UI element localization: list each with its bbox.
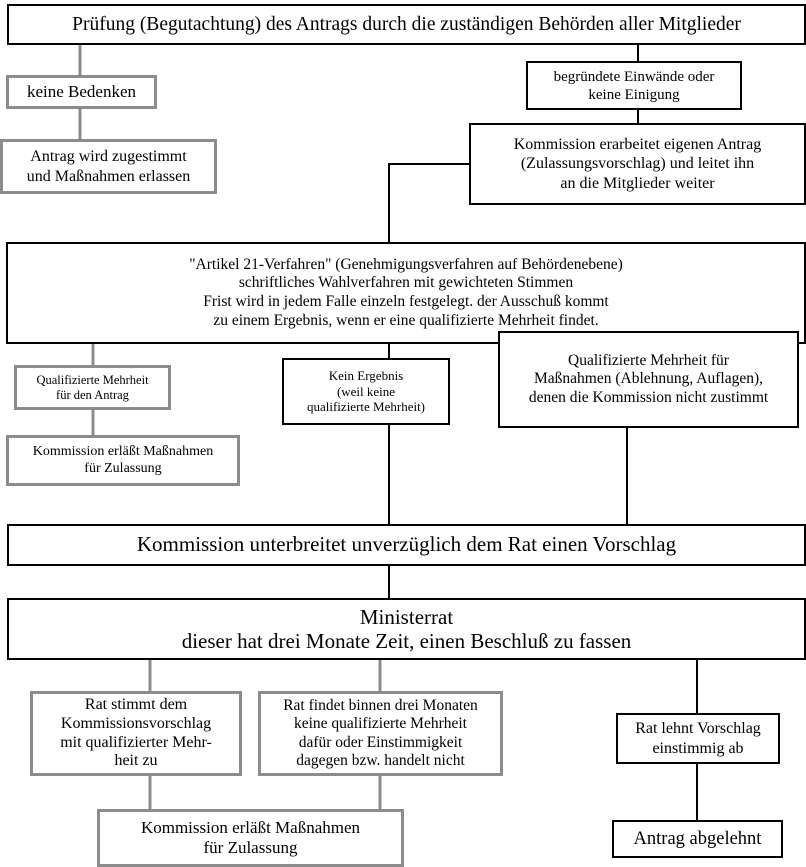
antrag-abgelehnt-box: Antrag abgelehnt [612,820,783,858]
antrag-zugestimmt-box: Antrag wird zugestimmt und Maßnahmen erl… [0,139,217,194]
connector-kommission-antrag-to-artikel21 [388,163,469,243]
kommission-vorschlag-box: Kommission unterbreitet unverzüglich dem… [7,524,806,566]
top-box: Prüfung (Begutachtung) des Antrags durch… [7,4,806,45]
kommission-erlaesst-box-2: Kommission erläßt Maßnahmen für Zulassun… [97,809,404,867]
einwaende-box: begründete Einwände oder keine Einigung [526,61,742,110]
artikel21-box: "Artikel 21-Verfahren" (Genehmigungsverf… [6,242,806,344]
kein-ergebnis-box: Kein Ergebnis (weil keine qualifizierte … [282,358,450,425]
kommission-antrag-box: Kommission erarbeitet eigenen Antrag (Zu… [469,123,806,205]
kommission-erlaesst-box-1: Kommission erläßt Maßnahmen für Zulassun… [6,435,240,486]
ministerrat-box: Ministerrat dieser hat drei Monate Zeit,… [7,598,806,660]
keine-bedenken-box: keine Bedenken [6,75,157,109]
rat-findet-box: Rat findet binnen drei Monaten keine qua… [258,691,503,776]
rat-stimmt-box: Rat stimmt dem Kommissionsvorschlag mit … [30,691,242,776]
qual-mehrheit-massnahmen-box: Qualifizierte Mehrheit für Maßnahmen (Ab… [498,331,799,428]
qual-mehrheit-antrag-box: Qualifizierte Mehrheit für den Antrag [14,365,171,410]
rat-lehnt-box: Rat lehnt Vorschlag einstimmig ab [616,713,780,764]
